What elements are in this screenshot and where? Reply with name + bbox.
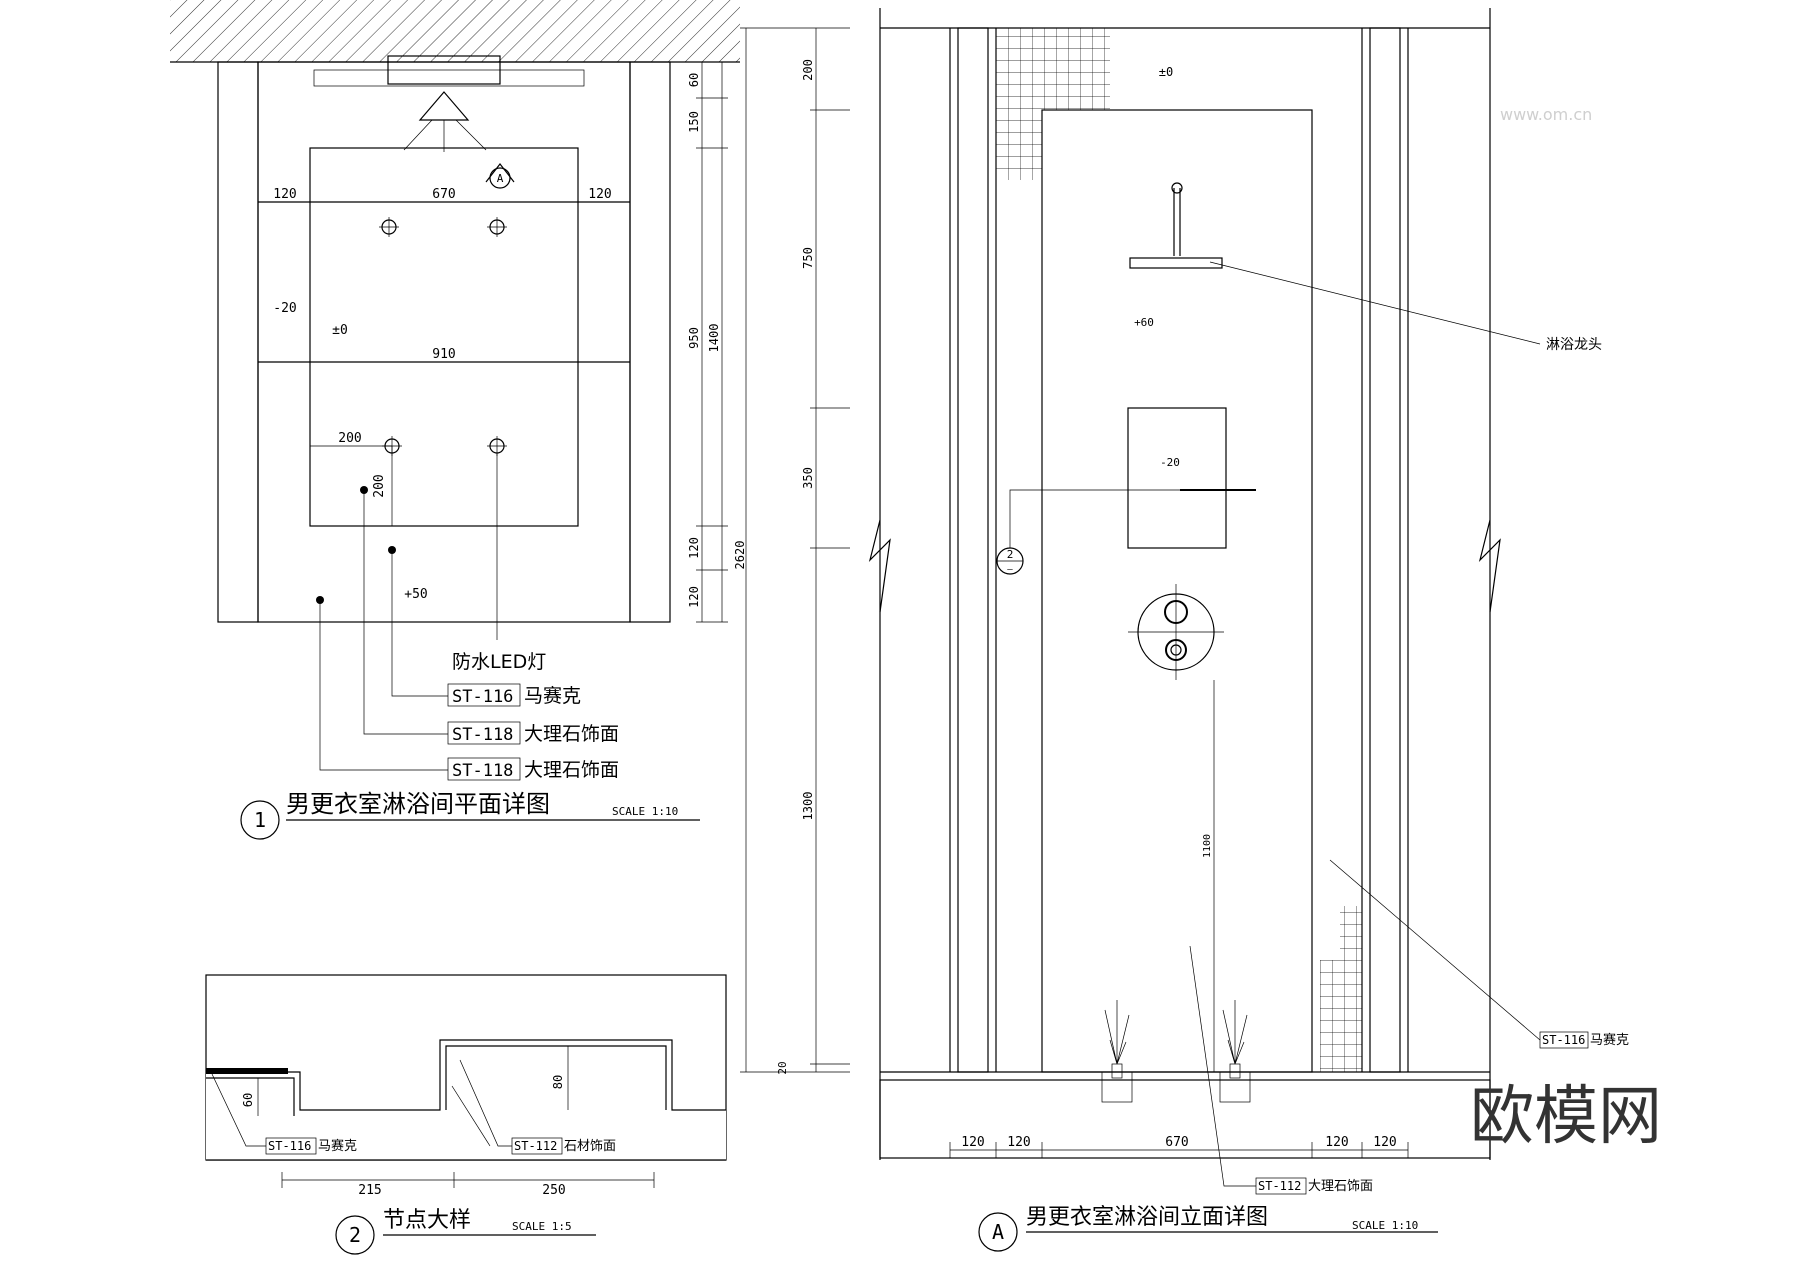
plan-title-number: 1	[254, 808, 266, 832]
plan-title: 男更衣室淋浴间平面详图	[286, 790, 550, 818]
shower-head-icon	[1129, 182, 1223, 269]
plan-note-2-text: 大理石饰面	[524, 723, 619, 745]
elev-dim-750: 750	[801, 247, 815, 269]
plan-note-2-code: ST-118	[452, 725, 513, 745]
elev-dim-20: 20	[776, 1061, 789, 1074]
plan-drain-zone	[309, 147, 579, 527]
elev-hdim-2: 120	[1007, 1135, 1030, 1150]
watermark-url: www.om.cn	[1500, 105, 1592, 124]
plan-dim-910: 910	[432, 347, 455, 362]
elev-note-2-code: ST-112	[1258, 1179, 1301, 1193]
plan-fixture-2	[487, 217, 507, 237]
plan-note-1-code: ST-116	[452, 687, 513, 707]
detail-note-1-code: ST-116	[268, 1139, 311, 1153]
plan-fixture-1	[379, 217, 399, 237]
elevation-view: 2 — ±0 +60 -20 200 750 350 1300 20 1100	[740, 8, 1629, 1252]
detail-dim-215: 215	[358, 1183, 381, 1198]
elev-level-minus20: -20	[1160, 456, 1180, 469]
elev-level-plus60: +60	[1134, 316, 1154, 329]
elev-note-faucet: 淋浴龙头	[1546, 337, 1602, 353]
elev-note-1-text: 马赛克	[1590, 1032, 1629, 1048]
plan-scale: SCALE 1:10	[612, 805, 678, 818]
plan-dim-w-right: 120	[588, 187, 611, 202]
elev-plant-right	[1222, 1000, 1248, 1065]
plan-dim-950: 950	[687, 327, 701, 349]
elev-bottom-mosaic	[1320, 906, 1362, 1072]
elev-title-number: A	[992, 1220, 1004, 1244]
elev-right-wall	[1369, 27, 1401, 1073]
elev-niche	[1127, 407, 1227, 549]
detail-scale: SCALE 1:5	[512, 1220, 572, 1233]
plan-title-circle	[240, 800, 280, 840]
plan-tile-floor	[257, 61, 631, 623]
watermark-logo: 欧模网	[1470, 1080, 1662, 1154]
elev-section-top: 2	[1007, 548, 1014, 561]
detail-note-2-code: ST-112	[514, 1139, 557, 1153]
elev-dim-200: 200	[801, 59, 815, 81]
plan-shower-symbol	[403, 91, 487, 152]
elev-note-2-text: 大理石饰面	[1308, 1179, 1373, 1194]
plan-dim-120a: 120	[687, 537, 701, 559]
plan-left-wall	[217, 61, 259, 623]
plan-dim-200-h: 200	[338, 431, 361, 446]
detail-title-circle	[335, 1215, 375, 1255]
detail-view: 60 80 215 250 ST-116 马赛克 ST-112 石材饰面 2 节…	[205, 974, 727, 1255]
plan-dim-200-v: 200	[372, 474, 387, 497]
svg-text:A: A	[497, 172, 504, 185]
elev-hdim-1: 120	[961, 1135, 984, 1150]
plan-dim-w-left: 120	[273, 187, 296, 202]
elev-title-circle	[978, 1212, 1018, 1252]
elev-plant-left	[1104, 1000, 1130, 1065]
plan-top-wall	[170, 0, 740, 62]
elev-level-zero: ±0	[1159, 65, 1173, 79]
elev-note-1-code: ST-116	[1542, 1033, 1585, 1047]
plan-dim-60: 60	[687, 73, 701, 87]
plan-dim-150: 150	[687, 111, 701, 133]
elev-left-wall	[957, 27, 989, 1073]
plan-dim-120b: 120	[687, 586, 701, 608]
elev-top-mosaic	[996, 28, 1110, 180]
elev-hdim-3: 670	[1165, 1135, 1188, 1150]
plan-level-zero: ±0	[332, 323, 348, 338]
elev-slab	[879, 1079, 1491, 1159]
plan-note-1-text: 马赛克	[524, 685, 581, 707]
elev-hdim-5: 120	[1373, 1135, 1396, 1150]
watermarks: 欧模网 www.om.cn	[1470, 105, 1662, 1154]
detail-note-2-text: 石材饰面	[564, 1139, 616, 1154]
plan-dim-2620: 2620	[733, 541, 747, 570]
plan-dim-1400: 1400	[707, 324, 721, 353]
plan-level-minus20: -20	[273, 301, 296, 316]
elev-section-bottom: —	[1007, 565, 1013, 575]
plan-right-wall	[629, 61, 671, 623]
plan-view: A 120 670 120 910 200 200 -20 ±0 +50 60 …	[170, 0, 747, 840]
plan-niche	[313, 69, 585, 87]
elev-dim-1100: 1100	[1202, 834, 1213, 858]
detail-dim-80: 80	[551, 1075, 565, 1089]
plan-dim-w-mid: 670	[432, 187, 455, 202]
elev-dim-350: 350	[801, 467, 815, 489]
elev-scale: SCALE 1:10	[1352, 1219, 1418, 1232]
elev-dim-1300: 1300	[801, 792, 815, 821]
detail-dim-60: 60	[241, 1093, 255, 1107]
plan-a-marker: A	[485, 163, 515, 189]
plan-note-3-text: 大理石饰面	[524, 759, 619, 781]
detail-recess-right	[300, 1040, 726, 1160]
elev-hdim-4: 120	[1325, 1135, 1348, 1150]
detail-title: 节点大样	[383, 1208, 471, 1233]
detail-title-number: 2	[349, 1223, 361, 1247]
shower-valve-icon	[1128, 584, 1224, 680]
detail-dim-250: 250	[542, 1183, 565, 1198]
elev-marble-face	[1041, 109, 1313, 1073]
plan-note-led: 防水LED灯	[452, 651, 546, 673]
plan-level-plus50: +50	[404, 587, 427, 602]
detail-note-1-text: 马赛克	[318, 1138, 357, 1154]
plan-note-3-code: ST-118	[452, 761, 513, 781]
plan-leaders	[316, 453, 498, 771]
elev-title: 男更衣室淋浴间立面详图	[1026, 1205, 1268, 1230]
